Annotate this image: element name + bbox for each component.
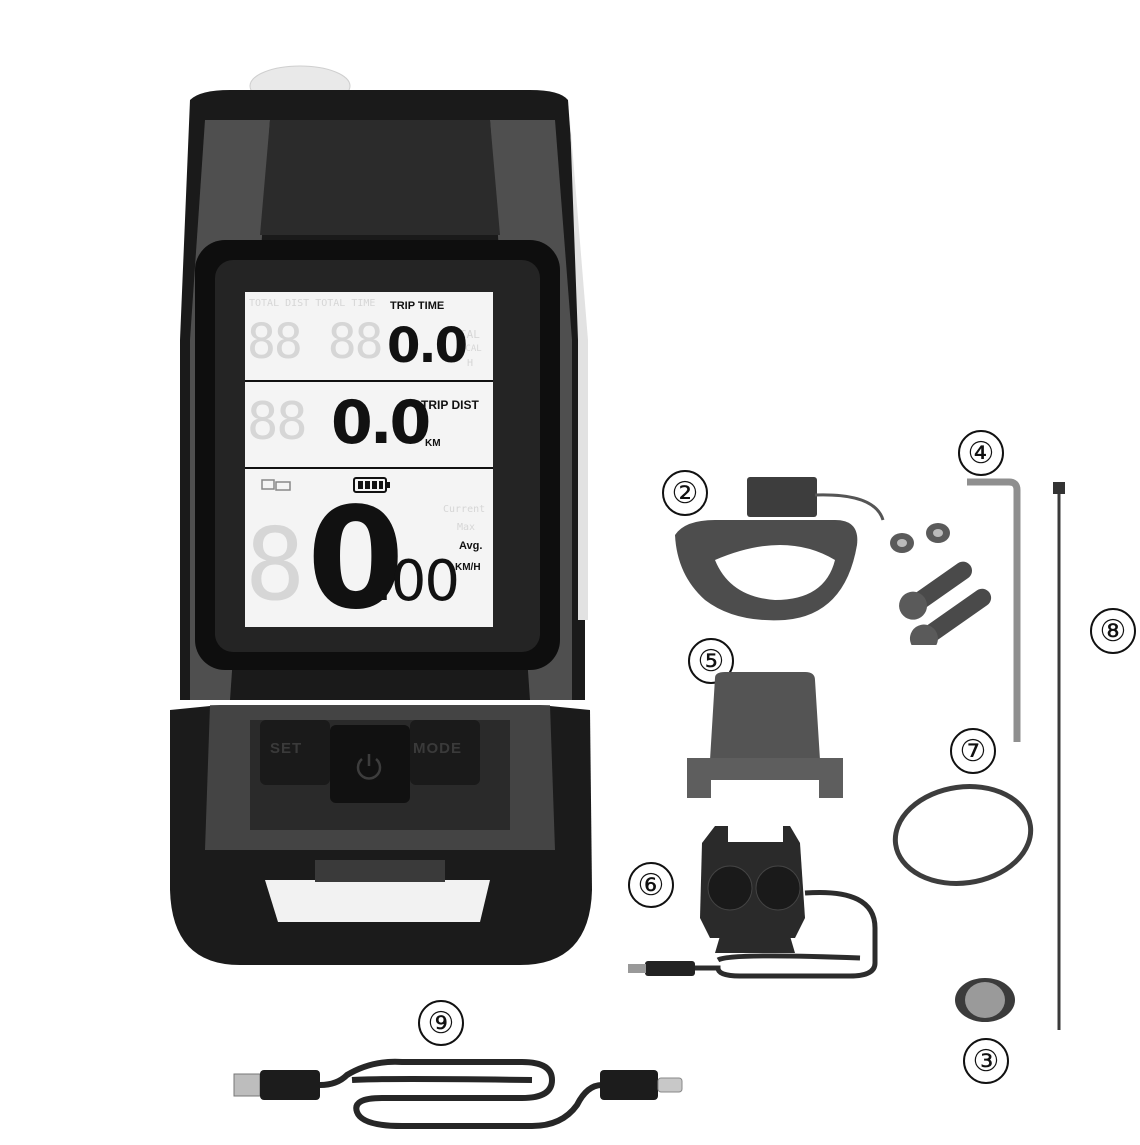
usb-charging-cable — [232, 1050, 692, 1145]
ghost-max: Max — [457, 522, 476, 533]
trip-time-value: 0.0 — [387, 318, 468, 374]
rubber-o-ring — [888, 780, 1038, 895]
bike-computer-device: TOTAL DIST TOTAL TIME 88 88 88 8 CAL KCA… — [160, 60, 600, 970]
power-icon — [356, 754, 382, 780]
callout-4: ④ — [958, 430, 1004, 476]
hex-key — [965, 478, 1025, 753]
handlebar-mount — [675, 475, 895, 640]
lcd-divider — [245, 467, 493, 469]
ghost-right-h: H — [467, 358, 474, 369]
trip-dist-value: 0.0 — [331, 388, 431, 458]
ghost-right-kcal: KCAL — [460, 344, 482, 354]
screws-and-nuts — [880, 515, 1010, 653]
zip-tie — [1050, 480, 1070, 1040]
ghost-digits-top: 88 88 — [247, 314, 383, 370]
callout-2: ② — [662, 470, 708, 516]
callout-9: ⑨ — [418, 1000, 464, 1046]
power-button[interactable] — [350, 748, 388, 791]
avg-label: Avg. — [459, 540, 483, 552]
set-button[interactable]: SET — [270, 740, 303, 757]
lcd-screen: TOTAL DIST TOTAL TIME 88 88 88 8 CAL KCA… — [245, 292, 493, 641]
spoke-magnet — [950, 975, 1020, 1030]
speed-main-digit: 0 — [307, 478, 405, 641]
trip-dist-label: TRIP DIST — [421, 398, 479, 412]
ghost-top-labels: TOTAL DIST TOTAL TIME — [249, 298, 376, 309]
callout-3: ③ — [963, 1038, 1009, 1084]
ghost-digit-big: 8 — [245, 506, 306, 623]
ghost-current: Current — [443, 504, 486, 515]
dist-unit: KM — [425, 438, 441, 449]
bike-mode-icon — [261, 478, 293, 497]
callout-6: ⑥ — [628, 862, 674, 908]
speed-decimal: .00 — [375, 549, 460, 614]
horn-speaker-module — [620, 818, 890, 993]
mode-button[interactable]: MODE — [413, 740, 462, 757]
callout-8: ⑧ — [1090, 608, 1136, 654]
sensor-bracket — [685, 670, 845, 805]
callout-7: ⑦ — [950, 728, 996, 774]
battery-icon — [352, 476, 392, 499]
ghost-right-cal: CAL — [460, 328, 480, 341]
ghost-digits-mid: 88 — [247, 392, 308, 452]
lcd-divider — [245, 380, 493, 382]
trip-time-label: TRIP TIME — [390, 300, 445, 312]
speed-unit: KM/H — [455, 562, 481, 573]
